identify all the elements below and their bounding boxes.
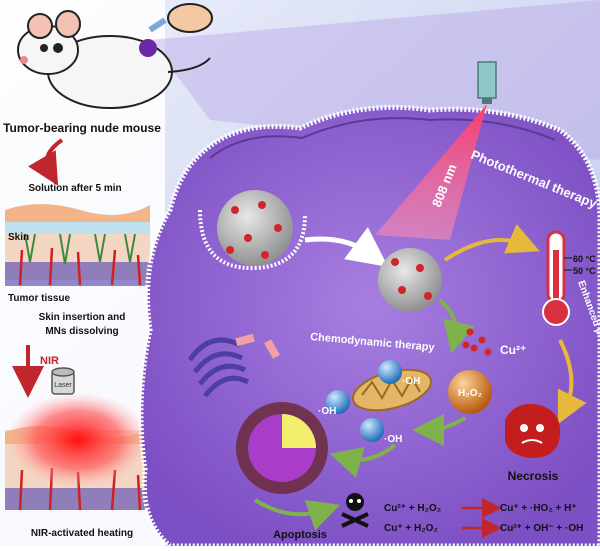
thermometer-icon (542, 230, 572, 326)
reaction-1-right: Cu⁺ + ·HO₂ + H⁺ (500, 503, 577, 514)
oh-radical-2 (326, 390, 350, 414)
mouse-label: Tumor-bearing nude mouse (3, 121, 161, 135)
to-necrosis-arrow (557, 339, 587, 425)
reaction-1-left: Cu²⁺ + H₂O₂ (384, 503, 441, 514)
laser-emitter (477, 61, 497, 104)
uptake-arrow (304, 227, 389, 267)
oh-label-1: ·OH (402, 376, 420, 387)
skin-block-heated (5, 392, 150, 511)
cu-label: Cu²⁺ (500, 343, 526, 357)
nucleus-icon (236, 402, 328, 494)
fragment-2 (264, 339, 280, 359)
temp-high: 60 °C (573, 254, 596, 264)
skin-label: Skin (8, 232, 29, 243)
necrosis-cell-icon (505, 404, 561, 458)
apoptosis-label: Apoptosis (273, 529, 327, 541)
nanoparticle-internal (378, 248, 442, 312)
nanoparticle-entering (217, 190, 293, 266)
skin-block-insertion (5, 204, 150, 286)
to-thermometer-arrow (443, 223, 540, 262)
mouse-to-solution-arrow (28, 138, 64, 186)
reaction-2-left: Cu⁺ + H₂O₂ (384, 523, 438, 534)
tumor-label: Tumor tissue (8, 293, 70, 304)
insertion-label-2: MNs dissolving (45, 326, 118, 337)
h2o2-label: H₂O₂ (458, 388, 482, 399)
laser-beam (375, 104, 487, 240)
oh-radical-3 (360, 418, 384, 442)
skull-icon (341, 493, 369, 528)
laser-device (51, 367, 75, 395)
cu-release-arrow (438, 298, 475, 354)
nir-label: NIR (40, 355, 59, 367)
cu-ions (462, 328, 492, 356)
necrosis-label: Necrosis (508, 469, 559, 483)
golgi-icon (187, 337, 250, 398)
oh-label-3: ·OH (384, 434, 402, 445)
to-oh-arrow (412, 413, 467, 446)
h2o2-sphere (448, 370, 492, 414)
solution-label: Solution after 5 min (28, 183, 121, 194)
to-apoptosis-arrow (253, 498, 341, 531)
heating-label: NIR-activated heating (31, 528, 133, 539)
insertion-label-1: Skin insertion and (39, 312, 126, 323)
laser-label: Laser (54, 382, 72, 389)
oh-label-2: ·OH (318, 406, 336, 417)
mouse-illustration (17, 3, 213, 109)
fragment-1 (235, 333, 255, 347)
temp-low: 50 °C (573, 266, 596, 276)
reaction-2-right: Cu²⁺ + OH⁻ + ·OH (500, 523, 583, 534)
to-nucleus-arrow (329, 443, 397, 478)
oh-radical-1 (378, 360, 402, 384)
endocytic-vesicle (198, 209, 307, 271)
